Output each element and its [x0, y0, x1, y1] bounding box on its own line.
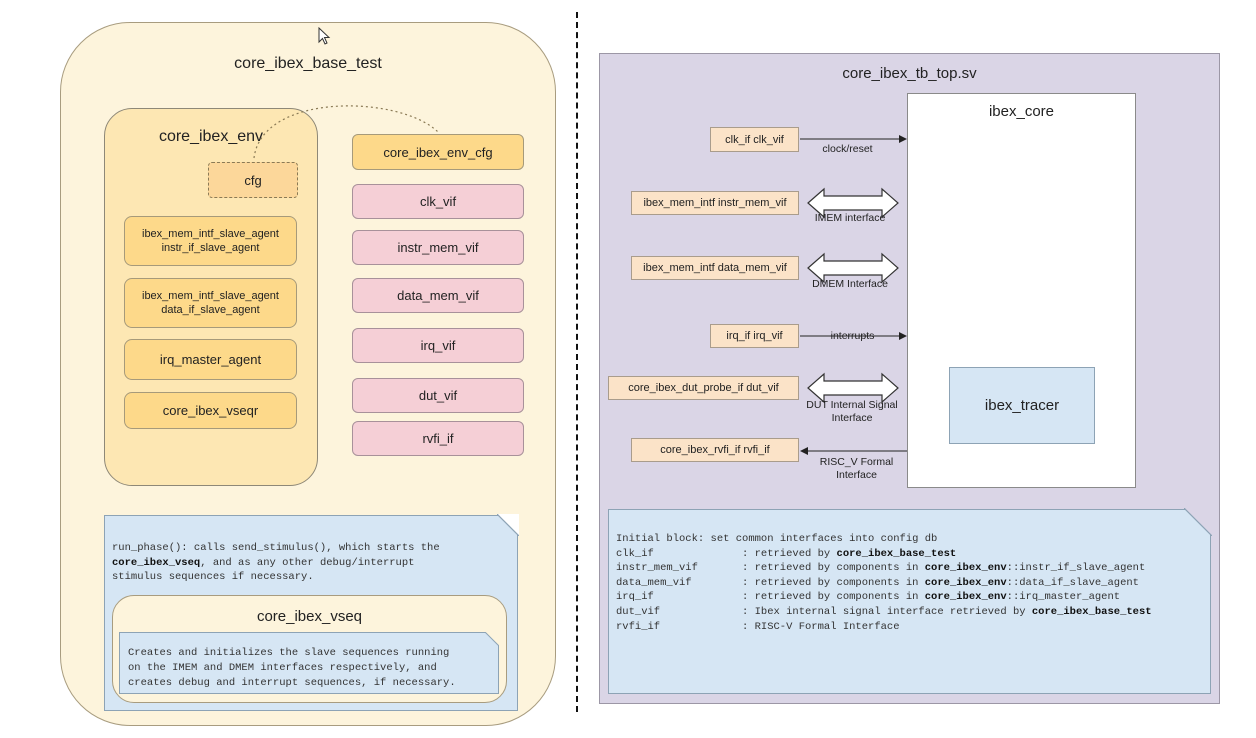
agent-instance-label: instr_if_slave_agent [161, 242, 260, 254]
irq-vif-box: irq_vif [352, 328, 524, 363]
dmem-interface-label: DMEM Interface [812, 278, 888, 290]
row-pre: : RISC-V Formal Interface [742, 620, 900, 633]
base-test-title: core_ibex_base_test [234, 55, 382, 72]
dut-probe-if-box: core_ibex_dut_probe_if dut_vif [608, 376, 799, 400]
dut-vif-box: dut_vif [352, 378, 524, 413]
instr-mem-if-box: ibex_mem_intf instr_mem_vif [631, 191, 799, 215]
section-divider [576, 12, 578, 712]
run-phase-text: run_phase(): calls send_stimulus(), whic… [112, 541, 512, 585]
instr-slave-agent-box: ibex_mem_intf_slave_agent instr_if_slave_… [124, 216, 297, 266]
row-name: rvfi_if [616, 620, 661, 633]
row-bold: core_ibex_env [924, 562, 1007, 575]
row-bold: core_ibex_base_test [1031, 605, 1152, 618]
row-pre: : retrieved by components in [742, 576, 925, 589]
env-cfg-box: core_ibex_env_cfg [352, 134, 524, 170]
imem-double-arrow [807, 187, 899, 219]
row-bold: core_ibex_base_test [836, 547, 957, 560]
vseq-title: core_ibex_vseq [256, 608, 363, 625]
vseq-desc-line: creates debug and interrupt sequences, i… [128, 677, 456, 690]
mouse-cursor-icon [318, 27, 331, 45]
rvfi-signal-label-line2: Interface [836, 469, 877, 481]
row-pre: : Ibex internal signal interface retriev… [742, 605, 1032, 618]
instr-mem-vif-box: instr_mem_vif [352, 230, 524, 265]
note-fold-corner [497, 514, 519, 536]
irq-master-agent-box: irq_master_agent [124, 339, 297, 380]
data-mem-if-box: ibex_mem_intf data_mem_vif [631, 256, 799, 280]
dut-signal-label-line2: Interface [831, 412, 873, 424]
imem-interface-label: IMEM interface [814, 212, 886, 224]
irq-if-box: irq_if irq_vif [710, 324, 799, 348]
initial-row: rvfi_if : RISC-V Formal Interface [616, 620, 1206, 635]
row-bold: core_ibex_env [924, 576, 1007, 589]
initial-block-header: Initial block: set common interfaces int… [616, 533, 938, 545]
initial-row: instr_mem_vif : retrieved by components i… [616, 561, 1206, 576]
run-phase-line-1: run_phase(): calls send_stimulus(), whic… [112, 542, 440, 554]
agent-class-label: ibex_mem_intf_slave_agent [142, 290, 279, 302]
env-title: core_ibex_env [158, 128, 264, 145]
dut-signal-label-line1: DUT Internal Signal [806, 399, 898, 411]
initial-row: dut_vif : Ibex internal signal interface … [616, 605, 1206, 620]
initial-row: clk_if : retrieved by core_ibex_base_test [616, 547, 1206, 562]
row-name: clk_if [616, 547, 654, 560]
vseq-note [119, 632, 499, 694]
row-name: dut_vif [616, 605, 661, 618]
data-mem-vif-box: data_mem_vif [352, 278, 524, 313]
run-phase-line-3: stimulus sequences if necessary. [112, 571, 314, 583]
vseq-desc-line: on the IMEM and DMEM interfaces respecti… [128, 662, 437, 675]
row-post: ::data_if_slave_agent [1006, 576, 1139, 589]
initial-block-text: Initial block: set common interfaces int… [616, 532, 1206, 634]
run-phase-line-2: , and as any other debug/interrupt [200, 556, 415, 569]
initial-block-note [608, 508, 1212, 694]
note-fold-corner [485, 632, 499, 646]
rvfi-signal-label-line1: RISC_V Formal [819, 456, 894, 468]
dmem-double-arrow [807, 252, 899, 284]
row-pre: : retrieved by [742, 547, 837, 560]
vseq-desc-line: Creates and initializes the slave sequen… [128, 647, 450, 659]
initial-row: irq_if : retrieved by components in core_… [616, 590, 1206, 605]
ibex-core-title: ibex_core [988, 103, 1055, 120]
interrupts-label: interrupts [830, 330, 875, 342]
row-pre: : retrieved by components in [742, 591, 925, 604]
ibex-tracer-box: ibex_tracer [949, 367, 1095, 444]
row-name: irq_if [616, 591, 654, 604]
vseq-description: Creates and initializes the slave sequen… [128, 646, 496, 692]
dut-signal-label: DUT Internal Signal Interface [797, 399, 907, 425]
vseqr-box: core_ibex_vseqr [124, 392, 297, 429]
row-post: ::irq_master_agent [1006, 591, 1121, 604]
row-bold: core_ibex_env [924, 591, 1007, 604]
rvfi-if-box: core_ibex_rvfi_if rvfi_if [631, 438, 799, 462]
tb-top-title: core_ibex_tb_top.sv [842, 65, 977, 82]
clock-reset-label: clock/reset [822, 143, 873, 155]
row-post: ::instr_if_slave_agent [1006, 562, 1146, 575]
rvfi-signal-label: RISC_V Formal Interface [805, 456, 908, 482]
row-name: data_mem_vif [616, 576, 692, 589]
row-pre: : retrieved by components in [742, 562, 925, 575]
cfg-box: cfg [208, 162, 298, 198]
initial-row: data_mem_vif : retrieved by components in… [616, 576, 1206, 591]
note-fold-corner [1184, 508, 1212, 536]
clk-vif-box: clk_vif [352, 184, 524, 219]
agent-instance-label: data_if_slave_agent [161, 304, 260, 316]
rvfi-if-box: rvfi_if [352, 421, 524, 456]
clk-if-box: clk_if clk_vif [710, 127, 799, 152]
data-slave-agent-box: ibex_mem_intf_slave_agent data_if_slave_a… [124, 278, 297, 328]
agent-class-label: ibex_mem_intf_slave_agent [142, 228, 279, 240]
row-name: instr_mem_vif [616, 562, 698, 575]
dut-double-arrow [807, 372, 899, 404]
run-phase-vseq-name: core_ibex_vseq [112, 556, 201, 569]
